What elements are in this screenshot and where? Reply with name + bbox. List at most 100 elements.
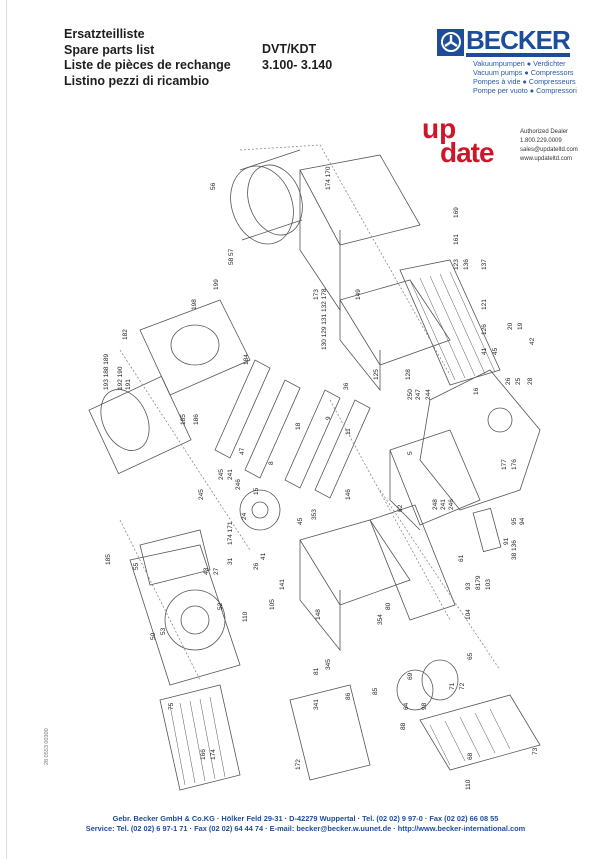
part-label: 65 — [467, 652, 474, 660]
part-label: 73 — [532, 747, 539, 755]
part-label: 241 — [227, 469, 234, 480]
part-label: 241 — [440, 499, 447, 510]
part-label: 136 — [463, 259, 470, 270]
dealer-email: sales@updateltd.com — [520, 147, 578, 153]
part-label: 72 — [459, 682, 466, 690]
becker-logo: BECKER — [437, 25, 579, 57]
part-label: 61 — [458, 554, 465, 562]
part-label: 174 171 — [227, 521, 234, 545]
part-label: 128 — [405, 369, 412, 380]
part-label: 185 — [180, 414, 187, 425]
part-label: 98 — [421, 702, 428, 710]
part-label: 91 — [503, 537, 510, 545]
document-titles: Ersatzteilliste Spare parts list Liste d… — [64, 27, 231, 89]
diagram-drawing — [88, 144, 541, 791]
tagline: Pompe per vuoto ● Compressori — [473, 86, 577, 95]
model-range: 3.100- 3.140 — [262, 57, 333, 72]
part-label: 8179 — [475, 575, 482, 590]
title-de: Ersatzteilliste — [64, 27, 145, 41]
part-label: 148 — [315, 609, 322, 620]
part-label: 174 — [210, 749, 217, 760]
part-label: 28 — [527, 377, 534, 385]
part-label: 45 — [297, 517, 304, 525]
svg-text:up: up — [422, 113, 456, 144]
part-label: 103 — [485, 579, 492, 590]
update-logo: up date — [422, 113, 495, 164]
dealer-website: www.updateltd.com — [520, 156, 573, 162]
part-label: 88 — [400, 722, 407, 730]
part-label: 8 — [268, 461, 275, 465]
part-label: 38 136 — [511, 540, 518, 560]
part-label: 81 — [313, 667, 320, 675]
svg-text:date: date — [440, 137, 494, 164]
part-label: 248 — [432, 499, 439, 510]
model-name: DVT/KDT — [262, 42, 317, 56]
becker-brand: BECKER Vakuumpumpen ● Verdichter Vacuum … — [437, 25, 579, 95]
part-label: 52 — [217, 602, 224, 610]
document-code: 28 0553 00300 — [44, 728, 50, 765]
part-label: 250 — [407, 389, 414, 400]
part-label: 192 190 — [117, 366, 124, 390]
part-label: 193 188 189 — [103, 353, 110, 390]
part-label: 186 — [193, 414, 200, 425]
part-label: 176 — [511, 459, 518, 470]
becker-emblem-icon — [437, 28, 464, 56]
part-label: 341 — [313, 699, 320, 710]
part-label: 19 — [517, 322, 524, 330]
part-label: 69 — [407, 672, 414, 680]
part-label: 71 — [449, 682, 456, 690]
part-label: 36 — [343, 382, 350, 390]
title-en: Spare parts list — [64, 42, 155, 57]
part-label: 26 — [505, 377, 512, 385]
part-label: 191 — [125, 379, 132, 390]
part-label: 50 — [150, 632, 157, 640]
part-label: 125 — [373, 369, 380, 380]
part-label: 62 — [397, 504, 404, 512]
part-label: 121 — [481, 299, 488, 310]
part-label: 75 — [168, 702, 175, 710]
part-label: 93 — [465, 582, 472, 590]
part-label: 245 — [218, 469, 225, 480]
part-label: 161 — [453, 234, 460, 245]
part-label: 177 — [501, 459, 508, 470]
part-label: 353 — [311, 509, 318, 520]
part-label: 94 — [519, 517, 526, 525]
page-edge — [6, 0, 7, 859]
part-label: 130 129 131 132 178 — [321, 288, 328, 350]
part-label: 86 — [345, 692, 352, 700]
part-label: 110 — [465, 779, 472, 790]
part-label: 169 — [453, 207, 460, 218]
part-label: 126 — [481, 324, 488, 335]
part-label: 173 — [313, 289, 320, 300]
part-label: 55 — [133, 562, 140, 570]
part-label: 26 — [253, 562, 260, 570]
part-label: 182 — [122, 329, 129, 340]
part-label: 345 — [325, 659, 332, 670]
footer-service: Service: Tel. (02 02) 6 97-1 71 · Fax (0… — [85, 824, 526, 833]
part-label: 15 — [253, 487, 260, 495]
part-label: 53 — [160, 627, 167, 635]
part-label: 31 — [227, 557, 234, 565]
part-label: 244 — [425, 389, 432, 400]
dealer-phone: 1.800.229.0009 — [520, 138, 562, 144]
part-label: 18 — [295, 422, 302, 430]
tagline: Pompes à vide ● Compresseurs — [473, 77, 576, 86]
footer: Gebr. Becker GmbH & Co.KG · Hölker Feld … — [0, 814, 611, 834]
part-label: 68 — [467, 752, 474, 760]
part-label: 245 — [198, 489, 205, 500]
part-label: 43 — [203, 567, 210, 575]
part-label: 246 — [235, 479, 242, 490]
part-label: 45 — [492, 347, 499, 355]
dealer-label: Authorized Dealer — [520, 129, 569, 135]
part-label: 16 — [473, 387, 480, 395]
part-label: 166 — [200, 749, 207, 760]
part-label: 110 — [242, 611, 249, 622]
becker-wordmark: BECKER — [466, 25, 571, 57]
dealer-contact: Authorized Dealer 1.800.229.0009 sales@u… — [520, 128, 578, 164]
part-label: 199 — [213, 279, 220, 290]
part-label: 41 — [260, 552, 267, 560]
footer-address: Gebr. Becker GmbH & Co.KG · Hölker Feld … — [112, 814, 499, 823]
title-it: Listino pezzi di ricambio — [64, 73, 210, 88]
